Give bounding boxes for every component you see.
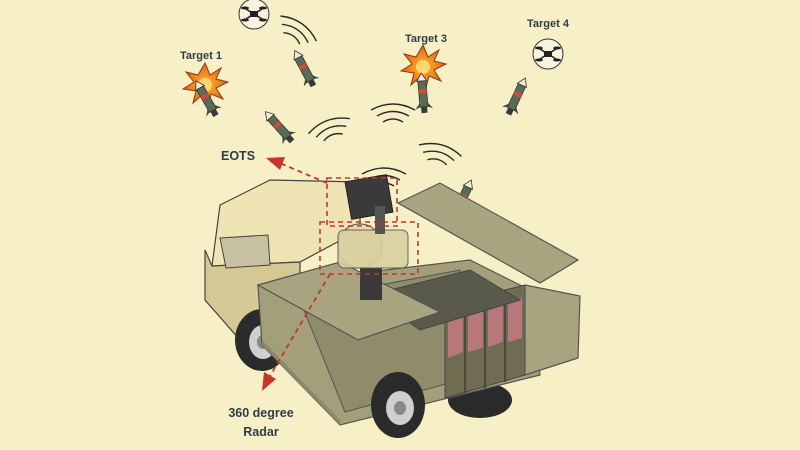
target-drone-top: [238, 0, 270, 30]
side-lid-right: [396, 182, 580, 284]
rear-door: [524, 284, 581, 376]
radar-label-line-2: Radar: [243, 425, 279, 439]
target-1-label: Target 1: [180, 50, 222, 62]
signal-waves-icon: [272, 10, 321, 52]
vehicle: [204, 174, 581, 438]
radar-label: 360 degree Radar: [222, 404, 300, 442]
sensor-mast: [337, 174, 409, 300]
radar-callout-box: [319, 221, 419, 275]
radar-label-line-1: 360 degree: [228, 406, 294, 420]
missile-icon: [499, 73, 534, 119]
eots-label: EOTS: [221, 149, 256, 163]
signal-waves-icon: [370, 103, 416, 123]
missile-icon: [258, 105, 300, 148]
eots-callout-box: [326, 177, 398, 227]
eots-arrow: [266, 157, 328, 184]
rear-wheel: [371, 372, 425, 438]
signal-waves-icon: [305, 112, 355, 146]
signal-waves-icon: [415, 138, 464, 169]
target-4-drone-icon: [532, 38, 564, 70]
radar-arrow: [262, 273, 331, 391]
side-lid-left: [256, 261, 442, 341]
missile-icon: [286, 45, 322, 91]
target-3-label: Target 3: [405, 33, 447, 45]
target-4-label: Target 4: [527, 18, 569, 30]
